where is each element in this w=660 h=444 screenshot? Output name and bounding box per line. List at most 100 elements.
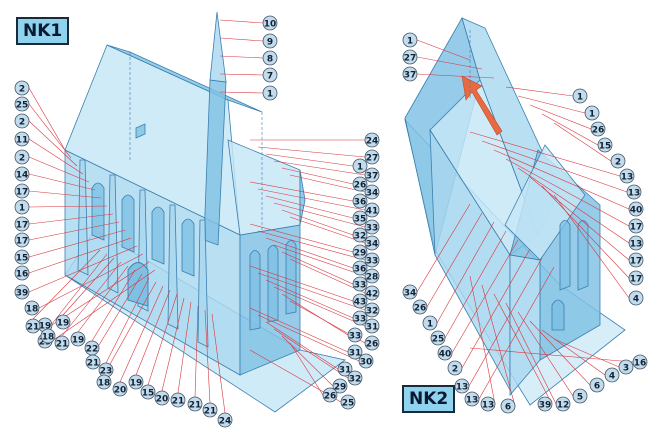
part-badge-label: 5 — [577, 393, 583, 403]
leader-line — [28, 120, 78, 167]
leader-line — [61, 261, 122, 337]
leader-line — [517, 167, 630, 244]
part-badge-label: 1 — [19, 204, 25, 214]
part-badge — [537, 396, 553, 412]
part-badge — [14, 265, 30, 281]
leader-line — [265, 321, 339, 370]
leader-line — [249, 307, 349, 353]
part-badge-label: 11 — [16, 136, 29, 146]
leader-line — [289, 216, 366, 244]
part-badge — [262, 85, 278, 101]
part-badge-label: 18 — [98, 379, 111, 389]
leader-line — [28, 229, 126, 258]
part-badge — [364, 285, 380, 301]
part-badge-label: 33 — [366, 224, 379, 234]
part-badge — [358, 353, 374, 369]
part-badge-label: 2 — [452, 365, 458, 375]
nk1-nave-window — [151, 206, 165, 265]
leader-line — [265, 279, 354, 319]
part-badge-label: 27 — [366, 154, 379, 164]
part-badge-label: 12 — [557, 401, 570, 411]
part-badge — [597, 137, 613, 153]
leader-line — [468, 257, 543, 387]
leader-line — [62, 257, 115, 316]
part-badge-label: 16 — [634, 359, 647, 369]
part-badge — [140, 384, 156, 400]
part-badge-label: 18 — [26, 305, 39, 315]
part-badge — [112, 381, 128, 397]
part-badge-label: 13 — [621, 173, 634, 183]
part-badge-label: 10 — [264, 20, 277, 30]
part-badge — [430, 330, 446, 346]
part-badge-label: 21 — [172, 397, 185, 407]
part-badge — [14, 96, 30, 112]
part-badge-label: 20 — [114, 386, 127, 396]
part-badge — [464, 391, 480, 407]
part-badge — [14, 284, 30, 300]
part-badge — [619, 168, 635, 184]
part-badge-label: 18 — [42, 333, 55, 343]
part-badge-label: 26 — [354, 181, 367, 191]
part-badge — [262, 15, 278, 31]
part-badge-label: 29 — [354, 249, 367, 259]
part-badge — [352, 176, 368, 192]
nk1-chancel-window — [249, 250, 261, 331]
part-badge — [626, 184, 642, 200]
part-badge-label: 2 — [19, 154, 25, 164]
part-badge — [352, 244, 368, 260]
part-badge-label: 31 — [366, 323, 379, 333]
part-badge — [364, 318, 380, 334]
part-badge-label: 22 — [86, 345, 99, 355]
leader-line — [481, 284, 516, 407]
part-badge — [40, 328, 56, 344]
part-badge-label: 42 — [366, 290, 379, 300]
nk1-chancel-window — [267, 245, 279, 323]
part-badge — [14, 232, 30, 248]
part-badge-label: 7 — [267, 72, 273, 82]
leader-line — [204, 309, 211, 404]
part-badge — [128, 374, 144, 390]
part-badge-label: 17 — [16, 221, 29, 231]
part-badge-label: 6 — [594, 382, 600, 392]
leader-line — [281, 209, 354, 236]
part-number-badges: 2252112141711717151639181929211819211922… — [14, 15, 648, 428]
part-badge-label: 25 — [342, 399, 355, 409]
leader-line — [541, 329, 606, 376]
part-badge — [422, 315, 438, 331]
part-badge-label: 24 — [366, 137, 379, 147]
leader-line — [416, 56, 483, 70]
part-badge — [352, 260, 368, 276]
part-badge-label: 13 — [482, 401, 495, 411]
part-badge — [14, 80, 30, 96]
nk1-dormer — [135, 123, 146, 139]
part-badge — [500, 398, 516, 414]
leader-lines — [28, 19, 634, 414]
part-badge-label: 34 — [366, 189, 379, 199]
part-badge — [590, 121, 606, 137]
part-badge-label: 19 — [72, 336, 85, 346]
leader-line — [517, 95, 586, 114]
part-badge-label: 21 — [56, 340, 69, 350]
part-badge-label: 32 — [354, 232, 367, 242]
part-badge-label: 21 — [204, 407, 217, 417]
part-badge — [364, 167, 380, 183]
part-badge-label: 27 — [404, 54, 417, 64]
part-badge-label: 40 — [439, 350, 452, 360]
leader-line — [478, 266, 555, 400]
part-badge — [14, 249, 30, 265]
leader-line — [219, 55, 264, 59]
part-badge-label: 39 — [16, 289, 29, 299]
part-badge — [628, 235, 644, 251]
part-badge-label: 35 — [354, 215, 367, 225]
part-badge — [364, 335, 380, 351]
part-badge — [14, 149, 30, 165]
part-badge-label: 26 — [324, 392, 337, 402]
part-badge-label: 19 — [57, 319, 70, 329]
part-badge — [628, 218, 644, 234]
leader-line — [517, 311, 574, 397]
part-badge — [352, 310, 368, 326]
part-badge-label: 34 — [366, 240, 379, 250]
part-badge — [628, 290, 644, 306]
leader-line — [289, 258, 366, 294]
part-badge-label: 26 — [414, 304, 427, 314]
